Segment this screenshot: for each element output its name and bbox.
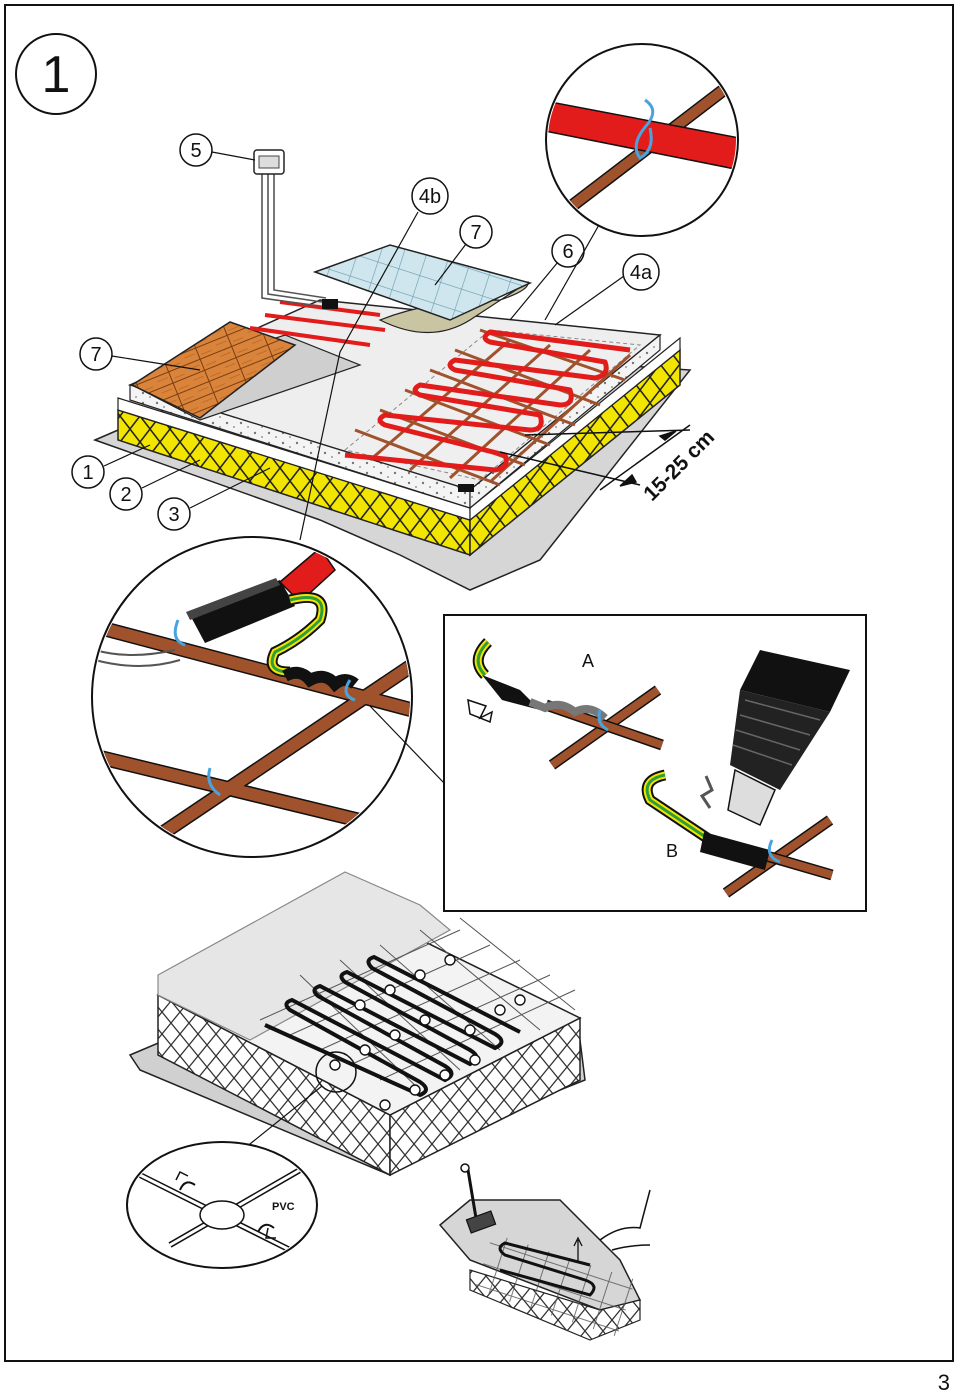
callout-3: 3 xyxy=(168,504,179,526)
sensor-box xyxy=(322,299,338,309)
page-number: 3 xyxy=(937,1370,950,1395)
callout-6: 6 xyxy=(562,241,573,263)
step-number: 1 xyxy=(42,46,71,104)
cable-tie-detail-circle xyxy=(545,43,739,237)
heating-cable xyxy=(344,329,631,473)
spacing-dimension xyxy=(499,424,691,491)
mesh-installation-illustration xyxy=(128,871,586,1177)
callout-2: 2 xyxy=(120,484,131,506)
cable-loops xyxy=(264,954,521,1098)
callout-1: 1 xyxy=(82,462,93,484)
step-a-label: A xyxy=(582,651,594,671)
callout-4a: 4a xyxy=(630,262,653,284)
cable-connection-box xyxy=(458,484,474,492)
step-b-label: B xyxy=(666,841,678,861)
floor-buildup-illustration: 15-25 cm xyxy=(92,149,719,591)
callout-4b: 4b xyxy=(419,186,441,208)
connection-detail-circle xyxy=(91,536,413,858)
callout-7-tiles: 7 xyxy=(470,222,481,244)
tile-floor-covering xyxy=(312,244,533,321)
wood-floor-covering xyxy=(130,321,297,419)
hand-icon xyxy=(599,1189,651,1251)
callout-5: 5 xyxy=(190,140,201,162)
screed-layer xyxy=(157,871,452,1041)
page-frame xyxy=(4,4,954,1362)
slide-arrow-icon xyxy=(467,698,494,724)
callouts: 5 4b 7 6 4a 7 1 2 3 xyxy=(71,133,660,541)
callout-7-wood: 7 xyxy=(90,344,101,366)
heat-gun-icon xyxy=(727,768,776,827)
heat-arrow-icon xyxy=(699,775,714,809)
detail-marker-circle xyxy=(315,1051,357,1093)
step-number-badge: 1 xyxy=(15,33,97,115)
pull-arrow-icon xyxy=(573,1236,583,1262)
heat-shrink-inset: A B xyxy=(443,614,867,912)
spacing-dimension-label: 15-25 cm xyxy=(639,426,719,506)
pvc-label: PVC xyxy=(272,1201,295,1213)
pvc-detail-circle: PVC xyxy=(126,1141,318,1269)
brush-icon xyxy=(465,1210,497,1234)
tying-tool-illustration xyxy=(438,1163,651,1341)
